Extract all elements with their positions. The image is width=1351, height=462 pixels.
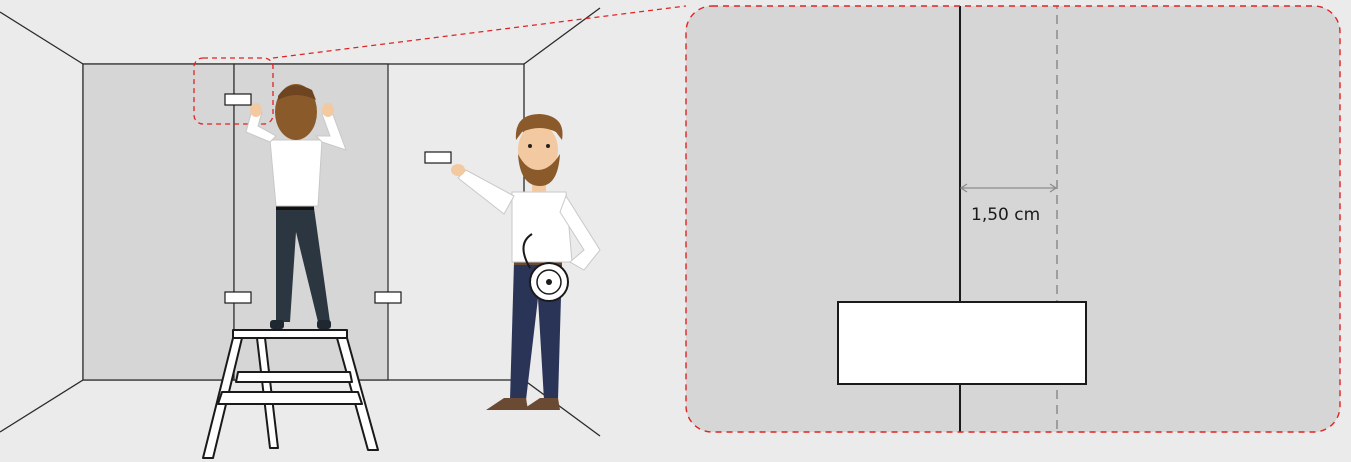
ceiling-line-right (523, 7, 601, 65)
zoom-detail-panel: 1,50 cm (685, 5, 1341, 433)
shoe-right-brown (522, 398, 560, 410)
arm-hip (559, 194, 601, 271)
eye-right (546, 144, 550, 148)
measuring-tape-icon (522, 233, 569, 302)
hand-right (322, 103, 334, 117)
measurement-label: 1,50 cm (971, 205, 1040, 225)
hair-top (278, 85, 316, 100)
callout-connector-line (272, 5, 687, 59)
belt (276, 204, 314, 210)
shirt (269, 139, 323, 207)
shirt-torso (511, 191, 573, 263)
shoe-left-brown (486, 398, 528, 410)
wallpaper-strip-left (82, 63, 235, 381)
ladder-step (217, 391, 363, 405)
shoe-left (270, 320, 284, 329)
ladder-top-step (232, 329, 348, 339)
ladder-step-top (235, 371, 353, 383)
hair (515, 114, 563, 140)
floor-line-right (523, 379, 601, 437)
wall-markers (224, 93, 452, 304)
man-on-ladder (245, 84, 347, 329)
beard (518, 154, 560, 186)
measurement-arrow (959, 183, 1058, 193)
zoom-marker-plate (837, 301, 1087, 385)
marker-held (424, 151, 452, 164)
marker-bottom-right (374, 291, 402, 304)
callout-source-box (193, 57, 274, 125)
zoom-panel-border (685, 5, 1341, 433)
arm-raised (457, 169, 515, 215)
shoe-right (317, 320, 331, 329)
head-hair (275, 84, 317, 140)
hand-left (250, 103, 262, 117)
floor-line-left (0, 379, 84, 433)
face (518, 124, 558, 176)
arm-right (314, 111, 347, 151)
man-with-tape (451, 114, 601, 410)
marker-top (224, 93, 252, 106)
ceiling-line-left (0, 11, 84, 65)
arm-left (245, 109, 277, 143)
trousers (276, 208, 330, 322)
step-ladder (202, 329, 379, 459)
marker-bottom-left (224, 291, 252, 304)
eye-left (528, 144, 532, 148)
hand-raised (451, 164, 465, 176)
